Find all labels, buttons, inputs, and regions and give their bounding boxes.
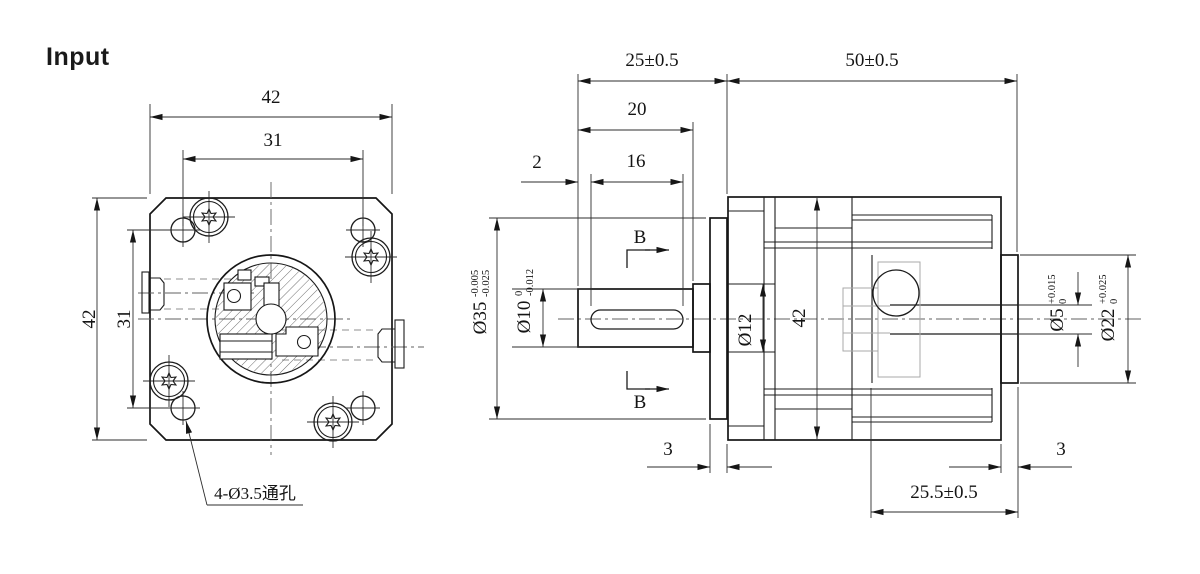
svg-text:0: 0 xyxy=(1109,299,1120,304)
svg-text:42: 42 xyxy=(789,309,810,328)
svg-text:42: 42 xyxy=(79,310,100,329)
svg-text:-0.012: -0.012 xyxy=(525,269,536,296)
svg-text:4-Ø3.5通孔: 4-Ø3.5通孔 xyxy=(214,484,296,503)
gear-tooth-relief xyxy=(237,269,252,281)
through-hole xyxy=(345,390,381,426)
svg-text:Ø22: Ø22 xyxy=(1098,309,1119,342)
bottom-bolt-channel xyxy=(728,388,992,427)
view-title: Input xyxy=(46,43,110,71)
svg-text:Ø12: Ø12 xyxy=(735,314,756,347)
dim-boss-depth: 3 xyxy=(949,387,1072,518)
svg-text:0: 0 xyxy=(1058,299,1069,304)
side-view: B B 25±0.5 50±0.5 20 xyxy=(470,50,1142,518)
svg-text:2: 2 xyxy=(532,152,542,173)
svg-text:Ø35: Ø35 xyxy=(470,302,491,335)
svg-text:B: B xyxy=(634,392,647,413)
dim-keyway-offset: 2 xyxy=(521,152,578,186)
section-mark-lower: B xyxy=(626,371,669,413)
svg-text:3: 3 xyxy=(663,439,673,460)
through-hole-note: 4-Ø3.5通孔 xyxy=(185,420,303,506)
rear-boss xyxy=(1000,254,1019,384)
carrier-slot-band xyxy=(219,333,273,360)
flange-outline xyxy=(149,197,393,441)
svg-text:+0.015: +0.015 xyxy=(1047,274,1058,304)
section-mark-upper: B xyxy=(626,227,669,268)
pilot-boss xyxy=(709,217,728,420)
dim-shaft-diameter: Ø10 0 -0.012 xyxy=(512,269,590,348)
dim-body-length: 50±0.5 xyxy=(727,50,1018,252)
svg-text:20: 20 xyxy=(628,99,647,120)
gear-tooth-relief xyxy=(254,276,270,287)
central-bore xyxy=(206,254,336,384)
svg-text:-0.025: -0.025 xyxy=(481,270,492,297)
dim-front-bolt-spacing-h: 31 xyxy=(182,130,364,226)
svg-text:B: B xyxy=(634,227,647,248)
dim-bore-diameter: Ø12 xyxy=(735,284,767,352)
svg-text:31: 31 xyxy=(264,130,283,151)
center-hole xyxy=(255,303,287,335)
dim-rear-boss: Ø22 +0.025 0 xyxy=(1020,254,1136,384)
dim-front-height: 42 xyxy=(79,197,147,441)
carrier-pocket-left xyxy=(223,282,252,311)
output-shaft xyxy=(577,288,694,348)
svg-text:-0.005: -0.005 xyxy=(470,270,481,297)
front-view: 42 31 42 31 xyxy=(79,87,424,506)
dim-pilot-depth: 3 xyxy=(647,424,772,473)
svg-text:Ø10: Ø10 xyxy=(514,301,535,334)
svg-text:+0.025: +0.025 xyxy=(1098,274,1109,304)
shaft-keyway xyxy=(590,309,684,330)
svg-text:25.5±0.5: 25.5±0.5 xyxy=(910,482,977,503)
shaft-shoulder xyxy=(692,283,711,353)
svg-text:42: 42 xyxy=(262,87,281,108)
dim-shaft-assembly: 25±0.5 xyxy=(577,50,728,286)
svg-text:50±0.5: 50±0.5 xyxy=(845,50,898,71)
dim-front-bolt-spacing-v: 31 xyxy=(114,229,172,409)
dim-rear-length: 25.5±0.5 xyxy=(870,388,1018,518)
dim-pilot-diameter: Ø35 -0.005 -0.025 xyxy=(470,217,706,420)
svg-text:31: 31 xyxy=(114,310,135,329)
svg-text:3: 3 xyxy=(1056,439,1066,460)
svg-text:16: 16 xyxy=(627,151,646,172)
svg-text:25±0.5: 25±0.5 xyxy=(625,50,678,71)
carrier-bearing-hole xyxy=(872,269,920,317)
dim-front-width: 42 xyxy=(149,87,393,194)
dim-body-height: 42 xyxy=(789,198,821,439)
top-bolt-channel xyxy=(728,210,992,249)
set-screw-left xyxy=(226,288,242,304)
dim-keyway-length: 16 xyxy=(590,151,684,306)
dim-shaft-length: 20 xyxy=(578,99,694,281)
svg-text:Ø5: Ø5 xyxy=(1047,308,1068,331)
gearbox-body xyxy=(727,196,1002,441)
motor-cavity-phantom xyxy=(842,261,921,378)
set-screw-right xyxy=(296,334,312,350)
dim-rear-hole: Ø5 +0.015 0 xyxy=(1018,272,1092,367)
svg-text:0: 0 xyxy=(514,291,525,296)
